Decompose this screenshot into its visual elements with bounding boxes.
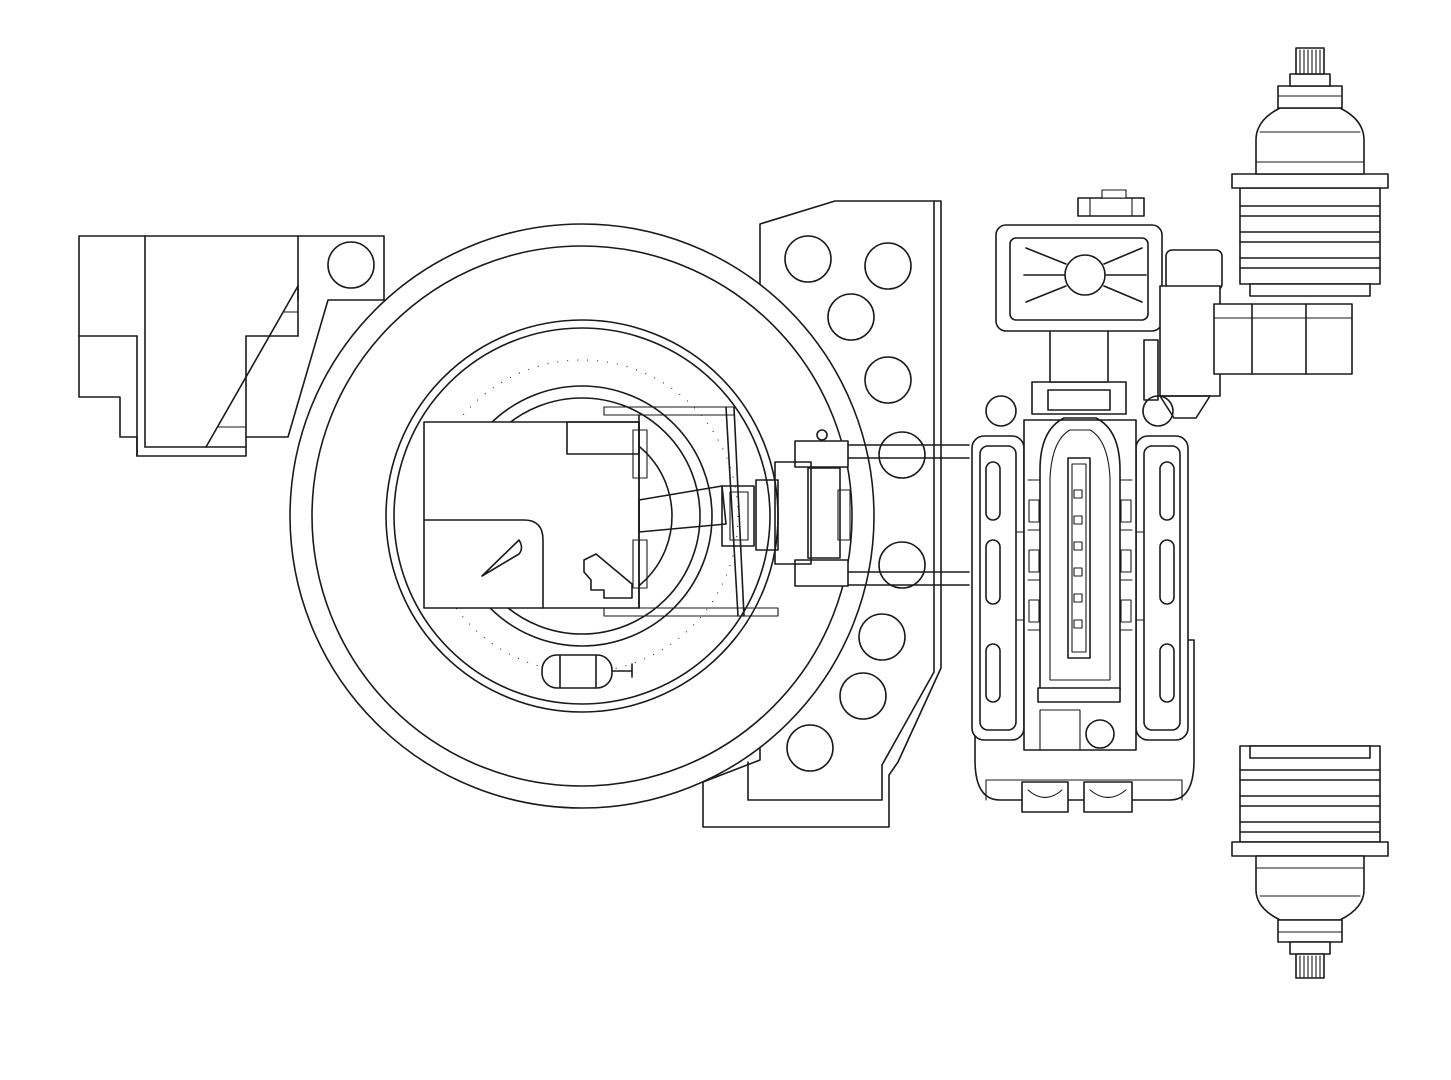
- left-cylinder-bank: [971, 435, 1025, 741]
- perforated-mount-plate: [702, 200, 942, 828]
- alternator: [1143, 249, 1223, 419]
- left-idler-pulley: [985, 395, 1017, 427]
- engine-block: [971, 189, 1223, 813]
- bracket-hole: [327, 241, 375, 289]
- right-drive-tube: [1213, 303, 1353, 375]
- engine-feet: [1021, 781, 1133, 813]
- right-cylinder-bank: [1135, 435, 1189, 741]
- top-axle-boot: [1231, 47, 1389, 297]
- left-stepped-bracket: [78, 235, 385, 457]
- intake-manifold: [1023, 417, 1137, 751]
- yoke-coupling: [755, 429, 970, 587]
- rotating-head-block: [423, 406, 779, 617]
- small-capsule: [541, 654, 633, 689]
- bottom-axle-boot: [1231, 745, 1389, 979]
- radiator-fan: [995, 189, 1163, 332]
- plate-holes: [784, 235, 926, 772]
